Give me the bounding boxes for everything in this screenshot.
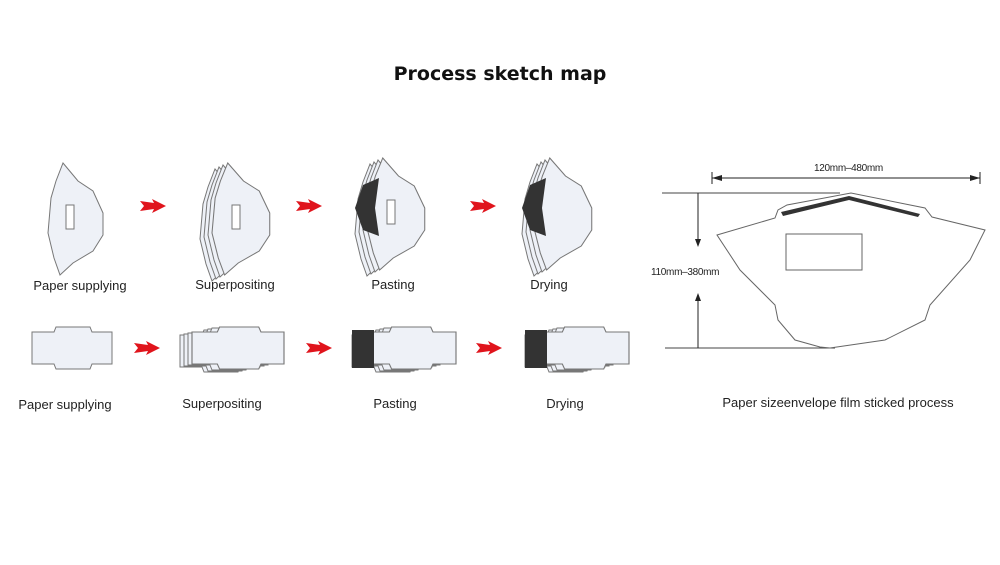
arrowhead-up-icon [695, 293, 701, 301]
row2-step4-dried [524, 326, 630, 373]
envelope-dimension-diagram: 120mm–480mm 110mm–380mm Paper sizeenvelo… [651, 163, 986, 410]
row1-arrow-icon [470, 199, 496, 213]
glue-strip [781, 196, 920, 217]
envelope-window [785, 233, 863, 271]
height-dimension-label: 110mm–380mm [651, 267, 719, 278]
glue-band [355, 178, 379, 236]
row2-arrow-icon [134, 341, 160, 355]
row2-step3-pasted [351, 326, 457, 373]
arrowhead-down-icon [695, 239, 701, 247]
row1-arrow-icon [296, 199, 322, 213]
row1-label-4: Drying [530, 277, 568, 292]
row2-label-4: Drying [546, 396, 584, 411]
row1-step3-pasted [354, 157, 426, 277]
row2-arrow-icon [306, 341, 332, 355]
row2-label-3: Pasting [373, 396, 416, 411]
row1-label-2: Superpositing [195, 277, 275, 292]
row1-label-3: Pasting [371, 277, 414, 292]
row1-step2-stack [199, 162, 271, 282]
arrowhead-right-icon [970, 175, 980, 181]
row1-arrow-icon [140, 199, 166, 213]
row2-step1-sheet [31, 326, 113, 370]
row2-label-2: Superpositing [182, 396, 262, 411]
row1-step4-dried [521, 157, 593, 277]
envelope-caption: Paper sizeenvelope film sticked process [722, 395, 954, 410]
page-title: Process sketch map [394, 63, 607, 85]
arrowhead-left-icon [712, 175, 722, 181]
row2-step2-stack [179, 326, 285, 373]
row2-arrow-icon [476, 341, 502, 355]
width-dimension-label: 120mm–480mm [814, 163, 883, 174]
row1-step1-sheet [47, 162, 104, 276]
row2-label-1: Paper supplying [18, 397, 111, 412]
row1-label-1: Paper supplying [33, 278, 126, 293]
